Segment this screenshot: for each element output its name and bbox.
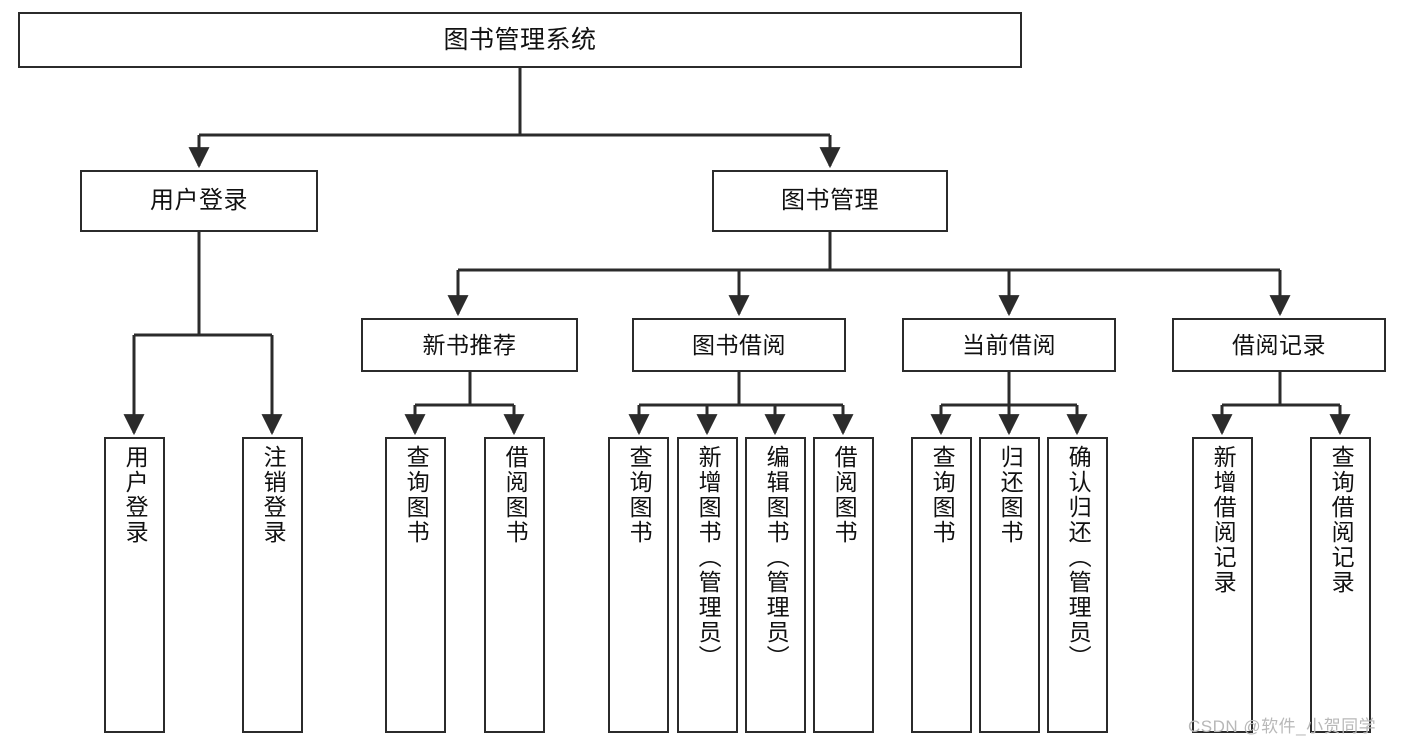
leaf-query-book-3[interactable]: 查询图书 (911, 437, 972, 733)
leaf-query-record[interactable]: 查询借阅记录 (1310, 437, 1371, 733)
node-label: 用户登录 (122, 445, 149, 545)
node-book-borrow[interactable]: 图书借阅 (632, 318, 846, 372)
node-label: 当前借阅 (962, 331, 1056, 358)
leaf-confirm-return[interactable]: 确认归还（管理员） (1047, 437, 1108, 733)
node-label: 编辑图书（管理员） (763, 445, 790, 670)
watermark-text: CSDN @软件_小贺同学 (1188, 717, 1377, 736)
node-label: 新增图书（管理员） (695, 445, 722, 670)
leaf-borrow-book-2[interactable]: 借阅图书 (813, 437, 874, 733)
node-user-login[interactable]: 用户登录 (80, 170, 318, 232)
leaf-query-book-2[interactable]: 查询图书 (608, 437, 669, 733)
leaf-user-login[interactable]: 用户登录 (104, 437, 165, 733)
leaf-add-record[interactable]: 新增借阅记录 (1192, 437, 1253, 733)
leaf-query-book-1[interactable]: 查询图书 (385, 437, 446, 733)
node-label: 新书推荐 (422, 331, 517, 358)
node-current-borrow[interactable]: 当前借阅 (902, 318, 1116, 372)
node-label: 新增借阅记录 (1210, 445, 1237, 595)
node-label: 借阅图书 (831, 445, 858, 545)
leaf-borrow-book-1[interactable]: 借阅图书 (484, 437, 545, 733)
node-label: 图书管理 (781, 187, 879, 215)
node-label: 借阅记录 (1232, 331, 1326, 358)
node-label: 图书借阅 (692, 331, 786, 358)
node-borrow-record[interactable]: 借阅记录 (1172, 318, 1386, 372)
node-label: 注销登录 (260, 445, 287, 545)
node-new-book-recommend[interactable]: 新书推荐 (361, 318, 578, 372)
node-label: 确认归还（管理员） (1065, 445, 1092, 670)
node-label: 用户登录 (150, 187, 248, 215)
leaf-edit-book[interactable]: 编辑图书（管理员） (745, 437, 806, 733)
node-root-system[interactable]: 图书管理系统 (18, 12, 1022, 68)
node-label: 归还图书 (997, 445, 1024, 545)
leaf-user-logout[interactable]: 注销登录 (242, 437, 303, 733)
leaf-return-book[interactable]: 归还图书 (979, 437, 1040, 733)
node-label: 查询图书 (403, 445, 430, 545)
node-label: 查询图书 (929, 445, 956, 545)
node-label: 借阅图书 (502, 445, 529, 545)
node-label: 查询借阅记录 (1328, 445, 1355, 595)
node-label: 图书管理系统 (443, 25, 597, 54)
leaf-add-book[interactable]: 新增图书（管理员） (677, 437, 738, 733)
node-book-manage[interactable]: 图书管理 (712, 170, 948, 232)
node-label: 查询图书 (626, 445, 653, 545)
